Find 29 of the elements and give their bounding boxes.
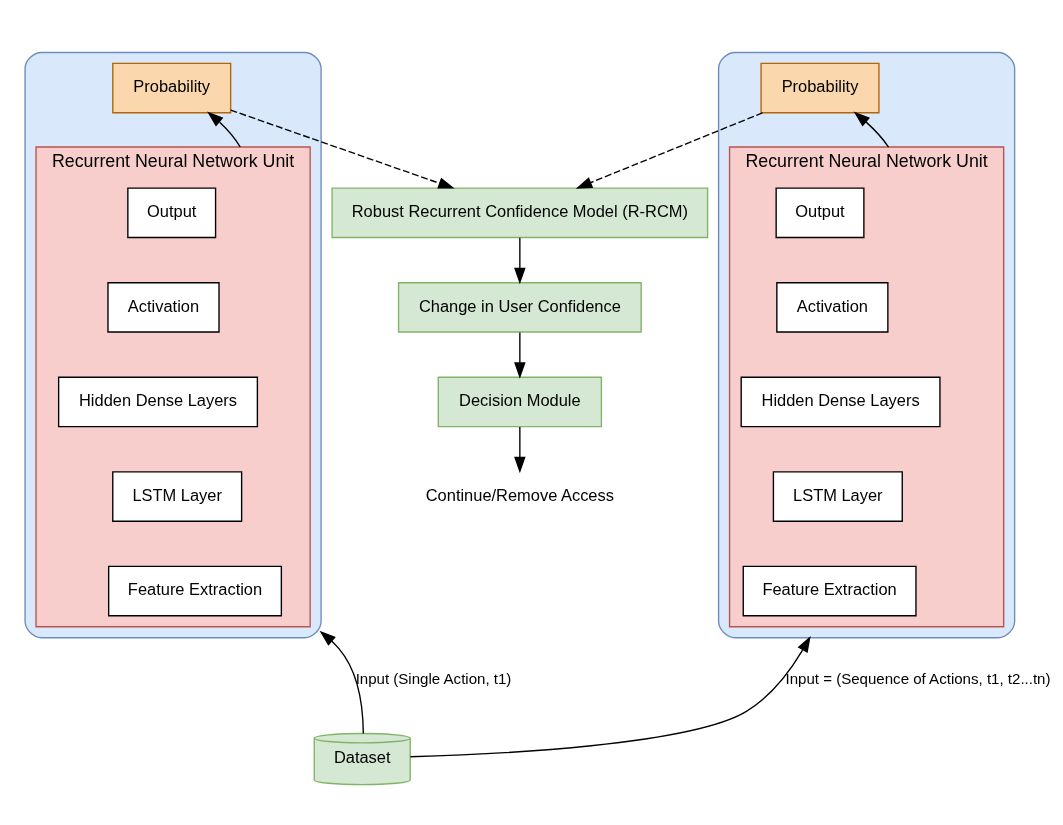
arrow: [230, 108, 455, 189]
node-box: Probability: [112, 62, 232, 113]
arrow: [514, 236, 526, 284]
node-box: LSTM Layer: [772, 470, 903, 522]
node-box: Decision Module: [437, 376, 603, 427]
cluster: [24, 51, 322, 638]
node-box: Output: [127, 186, 217, 238]
edge-label: Input = (Sequence of Actions, t1, t2...tn): [785, 669, 1051, 687]
edge-label: Input (Single Action, t1): [355, 669, 512, 687]
node-box: Feature Extraction: [742, 565, 917, 616]
node-box: Hidden Dense Layers: [57, 376, 259, 427]
node-box: Change in User Confidence: [397, 281, 642, 333]
node-text: Continue/Remove Access: [425, 485, 614, 504]
node-box: Feature Extraction: [108, 565, 283, 616]
arrow: [514, 425, 526, 473]
node-box: LSTM Layer: [112, 470, 243, 522]
arrow: [207, 111, 241, 148]
node-box: Activation: [107, 281, 220, 333]
node-box: Robust Recurrent Confidence Model (R-RCM): [331, 186, 709, 238]
arrow: [319, 630, 364, 734]
arrow: [409, 635, 811, 757]
node-box: Activation: [776, 281, 889, 333]
node-box: Output: [775, 186, 865, 238]
node-box: Hidden Dense Layers: [740, 376, 941, 427]
cluster: [717, 51, 1016, 638]
node-box: Probability: [760, 62, 880, 113]
arrow: [514, 331, 526, 379]
arrow: [575, 111, 764, 189]
arrow: [853, 111, 890, 148]
